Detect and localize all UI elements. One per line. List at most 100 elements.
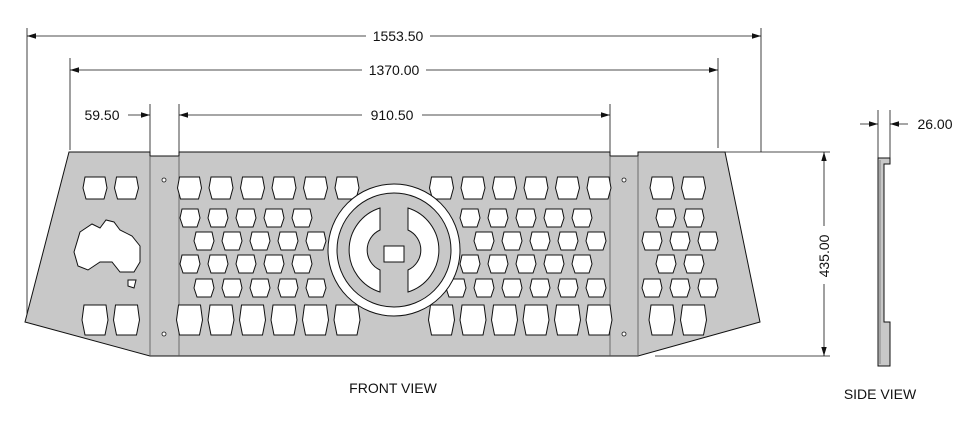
- mesh-cutout: [529, 278, 551, 298]
- mesh-cutout: [515, 254, 537, 274]
- mesh-cutout: [473, 231, 495, 251]
- mesh-cutout: [113, 176, 140, 200]
- mesh-cutout: [648, 304, 676, 336]
- mesh-cutout: [263, 254, 285, 274]
- mesh-cutout: [305, 231, 327, 251]
- australia-map-cutout: [73, 219, 141, 273]
- mesh-cutout: [271, 176, 297, 200]
- mesh-cutout: [427, 304, 456, 336]
- mesh-cutout: [459, 254, 481, 274]
- mesh-cutout: [554, 176, 581, 200]
- mount-hole: [161, 331, 167, 337]
- side-view-caption: SIDE VIEW: [844, 386, 917, 402]
- dim-thickness-label: 26.00: [917, 116, 952, 132]
- mesh-cutout: [238, 304, 267, 336]
- mesh-cutout: [193, 278, 215, 298]
- mesh-cutout: [680, 176, 707, 200]
- mesh-cutout: [193, 231, 215, 251]
- mesh-cutout: [179, 254, 201, 274]
- mesh-cutout: [179, 208, 201, 228]
- mesh-cutout: [529, 231, 551, 251]
- mesh-cutout: [553, 304, 582, 336]
- dim-thickness: 26.00: [860, 116, 953, 132]
- mesh-cutout: [697, 278, 719, 298]
- mesh-cutout: [655, 254, 677, 274]
- mesh-cutout: [669, 278, 691, 298]
- mesh-cutout: [491, 176, 518, 200]
- mount-hole: [621, 177, 627, 183]
- mesh-cutout: [277, 231, 299, 251]
- mesh-cutout: [81, 304, 109, 336]
- dim-height: 435.00: [816, 152, 832, 356]
- mesh-cutout: [473, 278, 495, 298]
- mesh-cutout: [459, 208, 481, 228]
- mesh-cutout: [333, 304, 361, 336]
- front-view-panel: [24, 151, 761, 357]
- dim-inner-width-label: 1370.00: [369, 62, 420, 78]
- dim-center-width: 910.50: [179, 107, 610, 123]
- dim-overall-width-label: 1553.50: [373, 28, 424, 44]
- tasmania-cutout: [127, 279, 137, 289]
- mesh-cutout: [586, 176, 612, 200]
- mesh-cutout: [301, 304, 330, 336]
- mesh-cutout: [543, 254, 565, 274]
- mesh-cutout: [221, 278, 243, 298]
- mesh-cutout: [585, 231, 607, 251]
- mesh-cutout: [697, 231, 719, 251]
- mesh-cutout: [683, 254, 705, 274]
- mesh-cutouts: [81, 176, 719, 336]
- dim-height-label: 435.00: [816, 234, 832, 277]
- mesh-cutout: [263, 208, 285, 228]
- mesh-cutout: [585, 304, 613, 336]
- mesh-cutout: [557, 278, 579, 298]
- mesh-cutout: [277, 278, 299, 298]
- mesh-cutout: [270, 304, 298, 336]
- dim-overall-width: 1553.50: [27, 28, 761, 44]
- mesh-cutout: [571, 254, 593, 274]
- mesh-cutout: [428, 176, 455, 200]
- mesh-cutout: [522, 304, 550, 336]
- mesh-cutout: [585, 278, 607, 298]
- mesh-cutout: [208, 176, 234, 200]
- mesh-cutout: [291, 254, 313, 274]
- mesh-cutout: [649, 176, 675, 200]
- mesh-cutout: [487, 208, 509, 228]
- mesh-cutout: [291, 208, 313, 228]
- mesh-cutout: [543, 208, 565, 228]
- mesh-cutout: [501, 278, 523, 298]
- mesh-cutout: [641, 231, 663, 251]
- mesh-cutout: [459, 304, 487, 336]
- mount-hole: [161, 177, 167, 183]
- dim-inner-width: 1370.00: [70, 62, 718, 78]
- mount-hole: [621, 331, 627, 337]
- mesh-cutout: [175, 304, 204, 336]
- mesh-cutout: [557, 231, 579, 251]
- mesh-cutout: [679, 304, 708, 336]
- extension-lines: [26, 28, 891, 357]
- mesh-cutout: [302, 176, 329, 200]
- mesh-cutout: [334, 176, 360, 200]
- mesh-cutout: [669, 231, 691, 251]
- mesh-cutout: [221, 231, 243, 251]
- mesh-cutout: [207, 208, 229, 228]
- center-logo: [327, 183, 461, 317]
- mesh-cutout: [207, 304, 235, 336]
- mesh-cutout: [515, 208, 537, 228]
- mesh-cutout: [176, 176, 203, 200]
- mesh-cutout: [207, 254, 229, 274]
- side-view-profile: [877, 157, 891, 367]
- mesh-cutout: [249, 278, 271, 298]
- dim-side-panel-width-label: 59.50: [84, 107, 119, 123]
- mesh-cutout: [641, 278, 663, 298]
- mesh-cutout: [112, 304, 141, 336]
- mesh-cutout: [683, 208, 705, 228]
- mesh-cutout: [501, 231, 523, 251]
- mesh-cutout: [487, 254, 509, 274]
- dim-side-panel-width: 59.50: [84, 107, 150, 123]
- mesh-cutout: [523, 176, 549, 200]
- mesh-cutout: [490, 304, 519, 336]
- mesh-cutout: [571, 208, 593, 228]
- mesh-cutout: [305, 278, 327, 298]
- mesh-cutout: [239, 176, 266, 200]
